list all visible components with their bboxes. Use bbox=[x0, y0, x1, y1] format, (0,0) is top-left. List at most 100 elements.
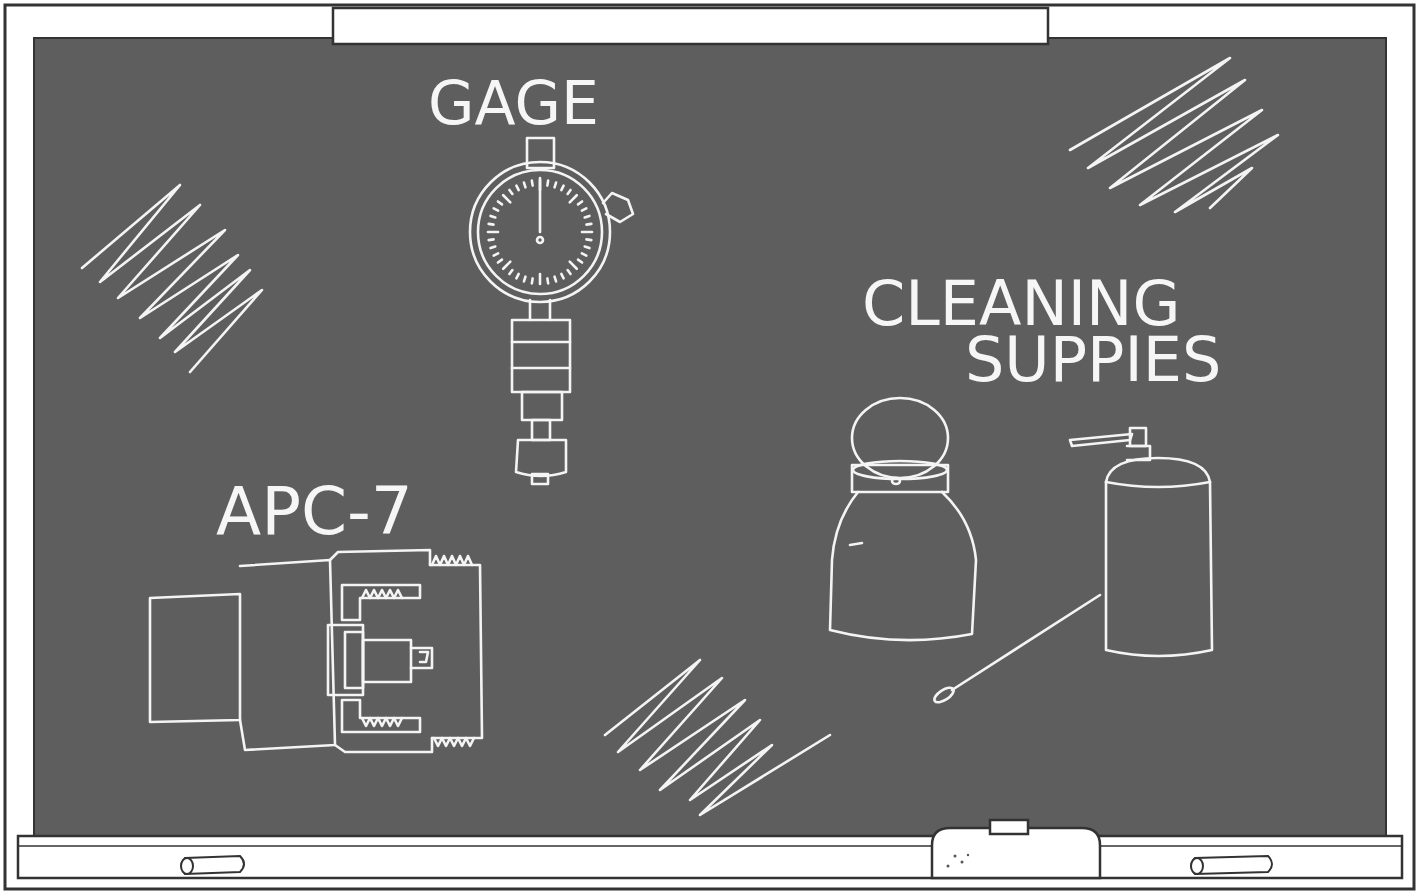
apc7-connector-part bbox=[150, 594, 240, 722]
dial-tick bbox=[585, 247, 590, 249]
chalk-pieces bbox=[181, 856, 1272, 874]
apc7-connector-part bbox=[432, 556, 472, 565]
connector-label: APC-7 bbox=[216, 479, 413, 545]
dial-gage-part bbox=[603, 193, 633, 222]
apc7-connector-part bbox=[434, 738, 474, 746]
dial-gage-part bbox=[522, 392, 562, 420]
spray-can-part bbox=[1070, 434, 1132, 446]
scribble bbox=[82, 58, 1278, 815]
dial-tick bbox=[586, 238, 591, 241]
dial-gage-part bbox=[530, 300, 550, 320]
dial-tick bbox=[582, 231, 592, 234]
dial-gage bbox=[470, 138, 633, 484]
apc7-connector-part bbox=[411, 648, 432, 668]
dial-tick bbox=[582, 253, 586, 255]
scribble-part bbox=[1070, 58, 1278, 212]
apc7-connector-part bbox=[328, 625, 363, 695]
gage-label: GAGE bbox=[428, 73, 599, 133]
apc7-connector-part bbox=[362, 590, 402, 598]
dial-tick bbox=[491, 247, 496, 249]
dial-gage-part bbox=[470, 162, 610, 302]
board-frame-part bbox=[18, 836, 1402, 878]
dial-tick bbox=[568, 190, 571, 194]
eraser-part-part bbox=[961, 861, 964, 864]
dial-tick bbox=[568, 270, 571, 274]
chalk-pieces-part bbox=[1192, 856, 1273, 874]
dial-tick bbox=[509, 270, 512, 274]
dial-tick bbox=[561, 186, 563, 190]
apc7-connector-part bbox=[430, 565, 482, 738]
spray-can-part bbox=[1106, 458, 1210, 482]
apc7-connector-part bbox=[363, 640, 411, 682]
dial-gage-part bbox=[512, 341, 570, 344]
apc7-connector-part bbox=[330, 550, 430, 565]
eraser-part-part bbox=[954, 855, 957, 858]
dial-tick bbox=[539, 180, 542, 190]
dial-gage-part bbox=[488, 180, 592, 284]
dial-tick bbox=[585, 216, 590, 218]
dial-tick bbox=[498, 260, 502, 263]
dial-tick bbox=[494, 253, 498, 255]
apc7-connector-part bbox=[420, 652, 428, 662]
eraser-part bbox=[932, 828, 1100, 878]
solvent-bottle-part bbox=[852, 465, 948, 492]
dial-tick bbox=[509, 190, 512, 194]
chalk-pieces-part bbox=[181, 858, 193, 874]
solvent-bottle-part bbox=[892, 478, 900, 484]
dial-tick bbox=[503, 195, 510, 202]
dial-gage-part bbox=[532, 474, 548, 484]
chalk-pieces-part bbox=[182, 856, 245, 874]
board-frame-part bbox=[18, 845, 1402, 847]
dial-tick bbox=[570, 195, 577, 202]
dial-tick bbox=[491, 216, 496, 218]
solvent-bottle-part bbox=[830, 492, 976, 640]
dial-tick bbox=[546, 278, 549, 283]
eraser-part-part bbox=[967, 854, 969, 856]
dial-tick bbox=[498, 201, 502, 204]
apc7-connector-part bbox=[335, 738, 432, 752]
spray-can bbox=[1070, 428, 1212, 656]
chalk-pieces-part bbox=[1191, 858, 1203, 874]
dial-tick bbox=[516, 186, 518, 190]
board-frame-part bbox=[333, 8, 1048, 44]
dial-gage-part bbox=[478, 170, 602, 294]
dial-gage-part bbox=[512, 367, 570, 370]
board-frame bbox=[5, 5, 1414, 889]
scribble-part bbox=[82, 185, 262, 372]
apc7-connector-part bbox=[342, 585, 420, 620]
apc7-connector-part bbox=[342, 700, 420, 732]
apc7-connector-part bbox=[345, 632, 363, 688]
eraser-part-part bbox=[947, 865, 950, 868]
spray-can-part bbox=[1130, 428, 1146, 446]
dial-tick bbox=[489, 238, 494, 241]
dial-gage-part bbox=[512, 320, 570, 392]
eraser bbox=[932, 820, 1100, 878]
apc7-connector-part bbox=[362, 718, 402, 726]
dial-tick bbox=[531, 278, 534, 283]
dial-tick bbox=[539, 274, 542, 284]
scribble-part bbox=[605, 660, 830, 815]
dial-tick bbox=[586, 223, 591, 226]
dial-tick bbox=[516, 274, 518, 278]
cotton-swab-part bbox=[952, 595, 1100, 690]
eraser-part bbox=[990, 820, 1028, 834]
dial-tick bbox=[582, 208, 586, 210]
eraser-part bbox=[947, 854, 970, 868]
dial-tick bbox=[561, 274, 563, 278]
dial-tick bbox=[570, 262, 577, 269]
chalk-drawings bbox=[82, 58, 1278, 815]
dial-tick bbox=[524, 277, 526, 282]
apc7-connector-part bbox=[240, 560, 335, 750]
board-frame-part bbox=[5, 5, 1414, 889]
dial-tick bbox=[531, 181, 534, 186]
dial-gage-part bbox=[516, 440, 566, 476]
dial-tick bbox=[555, 277, 557, 282]
dial-tick bbox=[546, 181, 549, 186]
dial-gage-part bbox=[532, 420, 550, 440]
supplies-label: CLEANING SUPPIES bbox=[862, 276, 1345, 388]
solvent-bottle-part bbox=[853, 461, 947, 479]
dial-gage-part bbox=[539, 178, 542, 232]
solvent-bottle bbox=[830, 398, 976, 640]
